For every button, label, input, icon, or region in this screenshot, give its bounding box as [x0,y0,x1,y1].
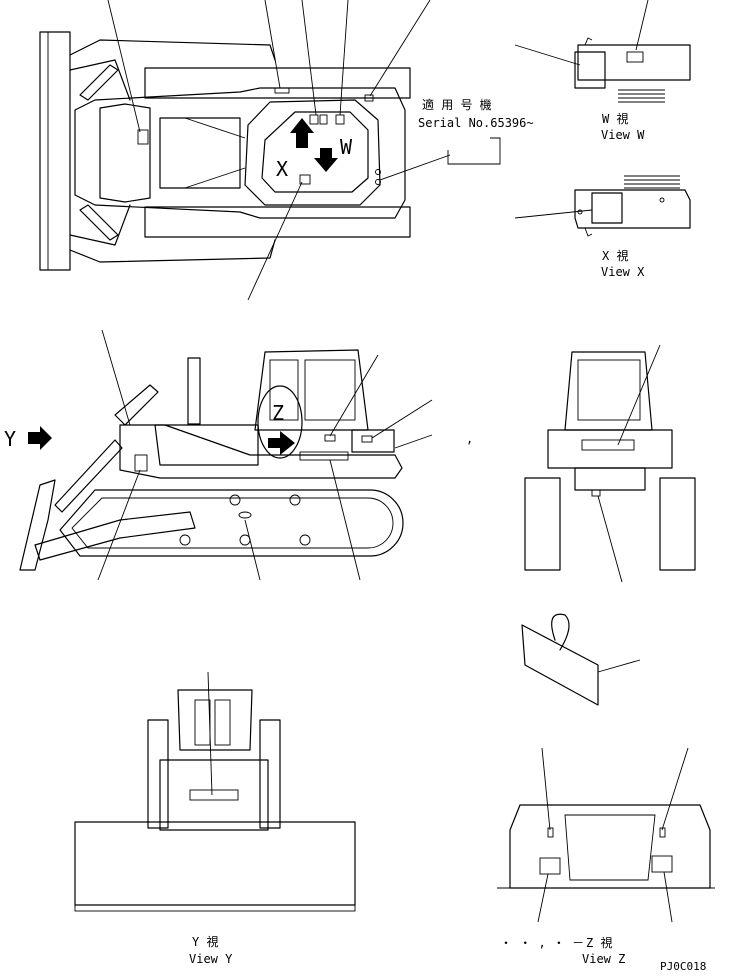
serial-applicable-label: 適 用 号 機 [422,98,492,112]
marker-w-letter: W [340,135,353,159]
view-z-prefix-label: ・ ・ , ・ － [500,936,585,950]
rear-view-dozer [524,344,696,583]
view-z-jp-label: Z 視 [586,936,613,950]
view-x-detail [514,175,691,237]
view-z-detail [497,747,715,923]
view-z-en-label: View Z [582,952,626,966]
tag-detail [521,613,641,706]
drawing-code-label: PJ0C018 [660,960,707,973]
view-y-jp-label: Y 視 [192,935,219,949]
marker-x-letter: X [276,157,289,181]
marker-comma: , [466,432,474,446]
side-view-dozer [19,329,433,581]
view-x-jp-label: X 視 [602,249,629,263]
marker-z-letter: Z [272,401,285,425]
view-y-front-dozer [74,671,356,912]
view-y-en-label: View Y [189,952,233,966]
serial-number-label: Serial No.65396~ [418,116,534,130]
marker-y-letter: Y [4,427,17,451]
view-w-jp-label: W 視 [602,112,629,126]
view-w-en-label: View W [601,128,645,142]
top-view-dozer [39,0,501,301]
view-w-detail [514,0,691,103]
view-x-en-label: View X [601,265,645,279]
